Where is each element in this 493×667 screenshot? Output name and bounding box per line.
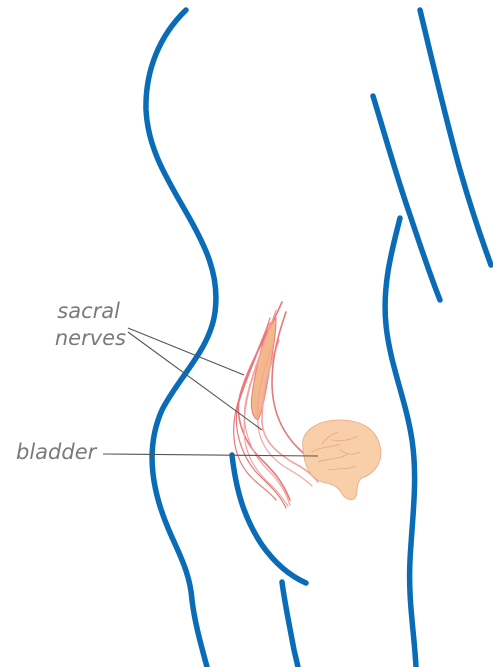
bladder-body xyxy=(303,420,381,500)
bladder-leader xyxy=(103,454,318,456)
belly-contour xyxy=(373,96,440,300)
sacral-nerve-bundle xyxy=(234,302,318,508)
thigh-back-contour xyxy=(282,582,298,667)
back-contour xyxy=(146,10,216,667)
front-lower-contour xyxy=(385,218,416,667)
front-upper-contour xyxy=(420,10,491,265)
labels: sacral nerves bladder xyxy=(16,299,126,464)
sacral-nerves-label-line1: sacral xyxy=(57,299,120,323)
bladder-label: bladder xyxy=(16,440,98,464)
sacral-nerves-leader-upper xyxy=(128,328,244,375)
sacral-nerves-leader-lower xyxy=(128,332,262,430)
bladder-illustration xyxy=(303,420,381,500)
leader-lines xyxy=(103,328,318,456)
body-outline xyxy=(146,10,491,667)
buttock-crease xyxy=(232,455,306,583)
sacral-nerves-label-line2: nerves xyxy=(55,326,126,350)
